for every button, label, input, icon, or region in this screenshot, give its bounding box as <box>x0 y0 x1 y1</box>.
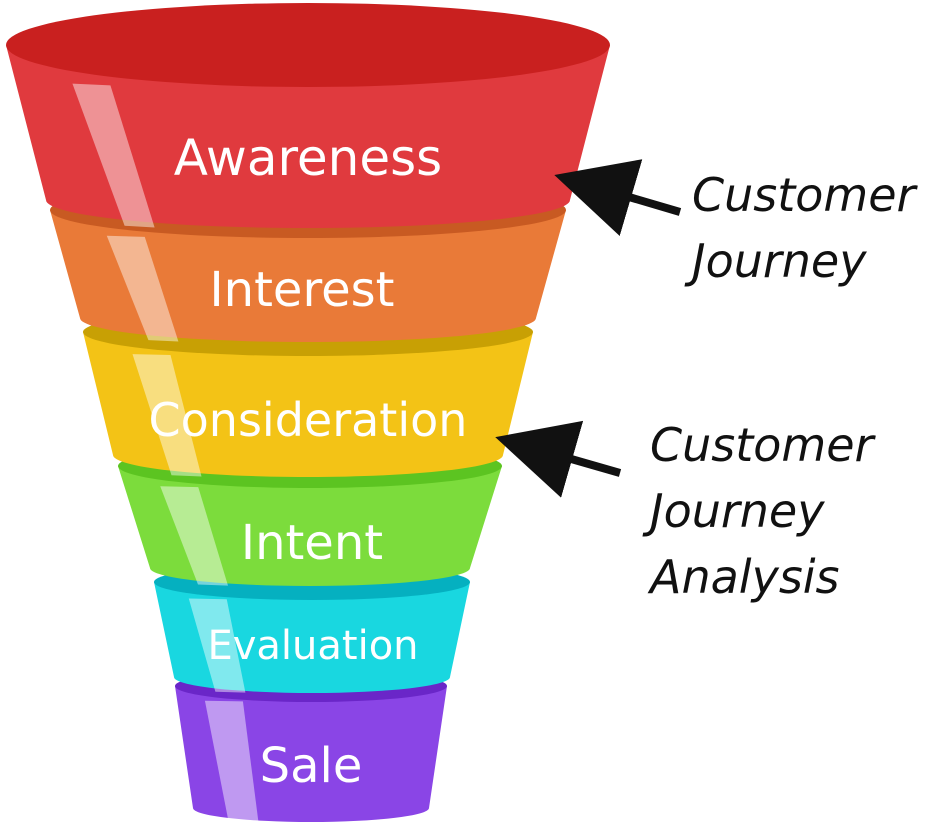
funnel-labels: Awareness Interest Consideration Intent … <box>149 129 468 794</box>
stage-label-awareness: Awareness <box>174 129 442 187</box>
funnel-band-highlight <box>72 83 155 228</box>
stage-label-interest: Interest <box>210 262 395 318</box>
funnel-band-body <box>6 45 610 228</box>
funnel-band-highlight <box>204 700 259 822</box>
annotation-line: Journey <box>692 234 867 288</box>
stage-label-evaluation: Evaluation <box>207 623 418 669</box>
funnel-band-highlight <box>188 598 246 693</box>
stage-label-intent: Intent <box>241 515 383 571</box>
annotation-line: Analysis <box>650 550 840 604</box>
funnel-band-highlight <box>106 235 179 342</box>
annotation-line: Journey <box>650 484 825 538</box>
funnel-band-highlight <box>160 486 228 586</box>
annotation-line: Customer <box>650 418 874 472</box>
funnel-band-highlight <box>132 354 202 477</box>
funnel-band-body <box>154 582 470 693</box>
funnel-band-body <box>175 686 447 822</box>
annotation-customer-journey-analysis: Customer Journey Analysis <box>650 412 873 610</box>
annotation-line: Customer <box>692 168 916 222</box>
funnel-band-rim <box>6 3 610 87</box>
funnel-band-body <box>83 332 533 477</box>
funnel-band-awareness <box>6 3 610 228</box>
funnel-bands <box>6 3 610 822</box>
arrow-to-awareness <box>554 159 682 236</box>
funnel-band-body <box>50 210 566 342</box>
arrow-to-consideration <box>495 420 622 498</box>
annotation-arrows <box>495 159 682 498</box>
annotation-customer-journey: Customer Journey <box>692 162 915 294</box>
funnel-band-body <box>118 466 502 586</box>
stage-label-consideration: Consideration <box>149 393 468 447</box>
stage-label-sale: Sale <box>260 738 363 794</box>
